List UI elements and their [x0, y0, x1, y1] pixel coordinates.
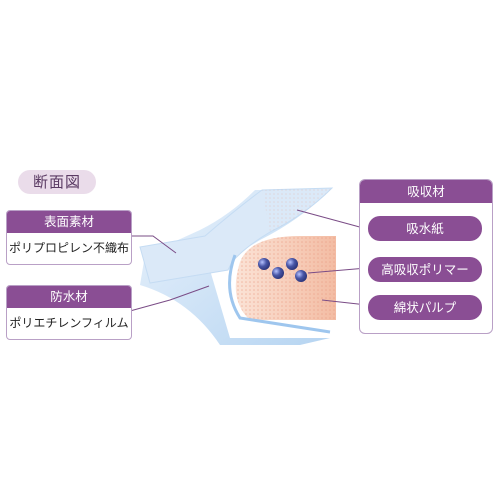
surface-material-box: 表面素材 ポリプロピレン不織布 — [6, 210, 132, 265]
surface-material-body: ポリプロピレン不織布 — [8, 241, 129, 255]
polymer-bead — [258, 258, 270, 270]
leader-polymer — [307, 267, 368, 274]
absorbent-material-header: 吸収材 — [360, 180, 492, 203]
super-absorbent-polymer-label: 高吸収ポリマー — [368, 257, 482, 282]
absorbent-material-group: 吸収材 吸水紙 高吸収ポリマー 綿状パルプ — [359, 179, 493, 334]
absorbent-paper-label: 吸水紙 — [368, 216, 482, 241]
polymer-bead — [295, 270, 307, 282]
leader-waterproof — [129, 285, 210, 312]
leader-absorbent-paper — [296, 209, 368, 230]
waterproof-film — [140, 190, 330, 345]
polymer-bead — [286, 258, 298, 270]
waterproof-material-box: 防水材 ポリエチレンフィルム — [6, 285, 132, 340]
waterproof-material-body: ポリエチレンフィルム — [9, 316, 129, 330]
fluff-pulp-label: 綿状パルプ — [368, 295, 482, 320]
polymer-bead — [272, 267, 284, 279]
waterproof-material-header: 防水材 — [7, 286, 131, 308]
leader-surface — [130, 235, 177, 254]
section-title: 断面図 — [18, 170, 96, 194]
surface-material-header: 表面素材 — [7, 211, 131, 233]
